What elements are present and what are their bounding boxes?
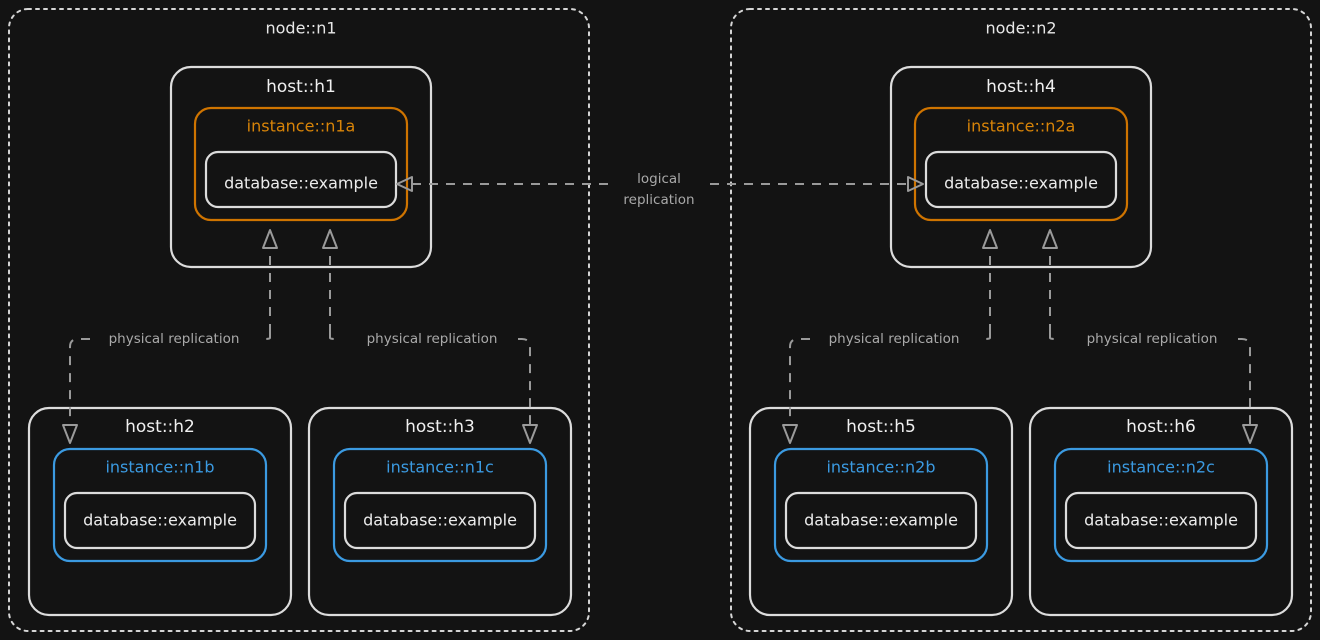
database-box-n1a[interactable]	[204, 150, 398, 209]
edge-physical-replication-h2-h1[interactable]: physical replication	[62, 229, 278, 444]
arrow-head-h5-h4-down	[782, 424, 798, 444]
arrow-head-h3-h1-up	[322, 229, 338, 249]
arrow-head-to-n1a	[396, 176, 413, 192]
edge-path-h6-h4-corner	[1049, 333, 1061, 340]
arrow-head-h5-h4-up	[982, 229, 998, 249]
database-label-n2b: database::example	[804, 511, 958, 530]
host-label-h3: host::h3	[405, 417, 475, 437]
host-label-h6: host::h6	[1126, 417, 1196, 437]
edge-path-h6-h4-right	[1238, 338, 1251, 424]
arrow-head-h2-h1-down	[62, 424, 78, 444]
arrow-head-h6-h4-up	[1042, 229, 1058, 249]
arrow-head-h3-h1-down	[522, 424, 538, 444]
edge-physical-replication-h3-h1[interactable]: physical replication	[322, 229, 538, 444]
node-label-n2: node::n2	[985, 19, 1056, 38]
database-box-n2c[interactable]	[1064, 491, 1258, 550]
edge-label-physical-h6-h4: physical replication	[1087, 331, 1218, 347]
edge-label-logical-line2: replication	[623, 192, 694, 208]
database-box-n2b[interactable]	[784, 491, 978, 550]
database-label-n1b: database::example	[83, 511, 237, 530]
edge-label-logical-line1: logical	[637, 171, 681, 187]
edge-path-h2-h1-left	[69, 338, 90, 424]
database-label-n2c: database::example	[1084, 511, 1238, 530]
edge-path-h2-h1-corner	[259, 333, 271, 340]
edge-physical-replication-h5-h4[interactable]: physical replication	[782, 229, 998, 444]
edge-path-h3-h1-right	[518, 338, 531, 424]
edge-path-h3-h1-corner	[329, 333, 341, 340]
edge-path-h5-h4-corner	[979, 333, 991, 340]
instance-label-n1b: instance::n1b	[105, 458, 214, 477]
arrow-head-h2-h1-up	[262, 229, 278, 249]
instance-label-n2c: instance::n2c	[1107, 458, 1215, 477]
arrow-head-h6-h4-down	[1242, 424, 1258, 444]
database-label-n1a: database::example	[224, 174, 378, 193]
instance-label-n1a: instance::n1a	[247, 117, 356, 136]
edge-label-physical-h5-h4: physical replication	[829, 331, 960, 347]
host-label-h2: host::h2	[125, 417, 195, 437]
instance-label-n2b: instance::n2b	[826, 458, 935, 477]
host-label-h5: host::h5	[846, 417, 916, 437]
database-box-n2a[interactable]	[924, 150, 1118, 209]
database-box-n1b[interactable]	[63, 491, 257, 550]
edge-label-physical-h2-h1: physical replication	[109, 331, 240, 347]
node-container-n2[interactable]	[730, 8, 1312, 632]
database-box-n1c[interactable]	[343, 491, 537, 550]
host-label-h1: host::h1	[266, 77, 336, 97]
database-label-n2a: database::example	[944, 174, 1098, 193]
node-container-n1[interactable]	[8, 8, 590, 632]
edge-logical-replication[interactable]: logical replication	[396, 171, 924, 208]
instance-label-n1c: instance::n1c	[386, 458, 494, 477]
database-label-n1c: database::example	[363, 511, 517, 530]
edge-physical-replication-h6-h4[interactable]: physical replication	[1042, 229, 1258, 444]
host-label-h4: host::h4	[986, 77, 1056, 97]
node-label-n1: node::n1	[265, 19, 336, 38]
edge-path-h5-h4-left	[789, 338, 810, 424]
edge-label-physical-h3-h1: physical replication	[367, 331, 498, 347]
instance-label-n2a: instance::n2a	[967, 117, 1076, 136]
arrow-head-to-n2a	[907, 176, 924, 192]
